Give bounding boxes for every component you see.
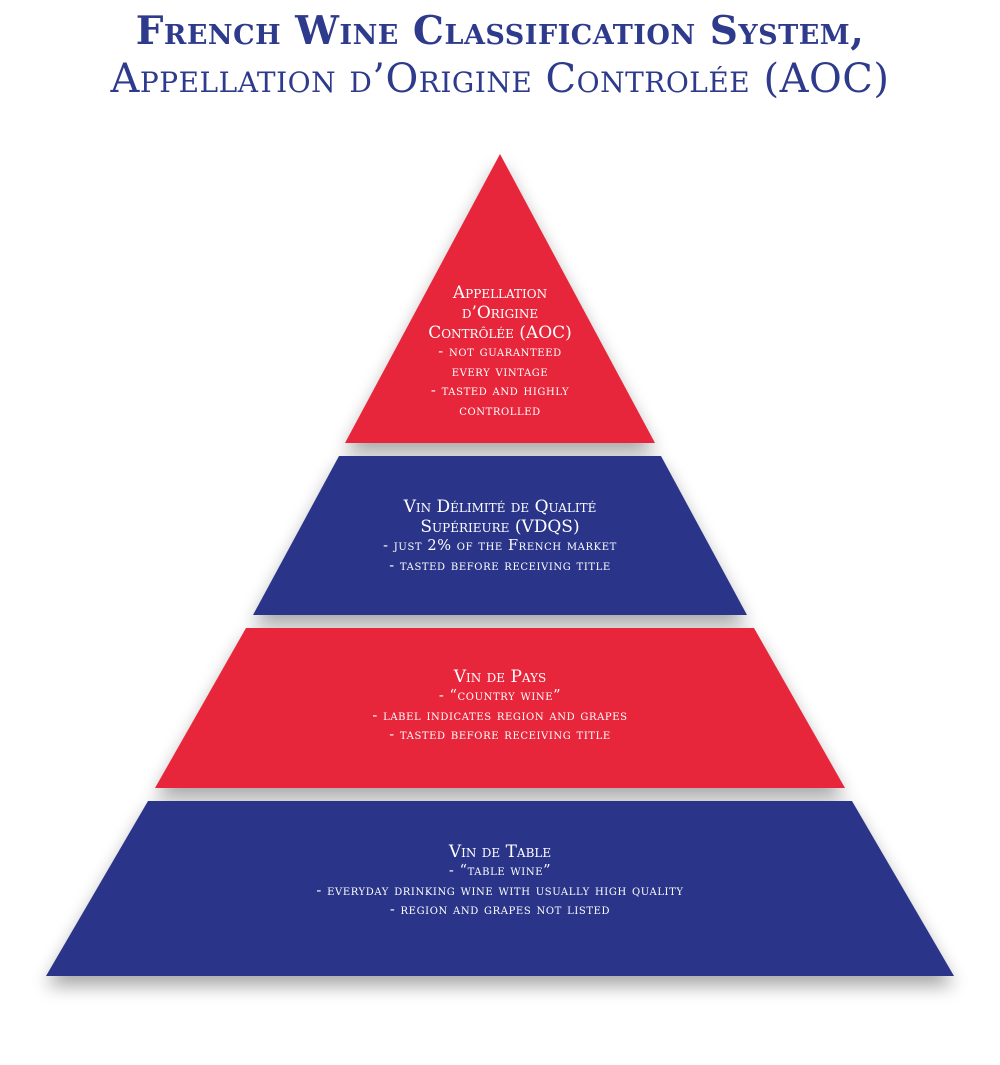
- tier-aoc-text: Appellation d’Origine Contrôlée (AOC) - …: [340, 283, 660, 421]
- tier-aoc-note: - not guaranteed: [438, 344, 562, 360]
- tier-vin-de-table-name-line: Vin de Table: [448, 842, 552, 862]
- tier-vin-de-pays-note: - “country wine”: [438, 688, 562, 704]
- tier-vdqs-text: Vin Délimité de Qualité Supérieure (VDQS…: [300, 497, 700, 576]
- tier-vin-de-table-note: - region and grapes not listed: [389, 902, 611, 918]
- tier-aoc-name-line: d’Origine: [461, 303, 539, 323]
- tier-vdqs-band: [253, 456, 747, 615]
- page-subtitle: Appellation d’Origine Controlée (AOC): [110, 56, 890, 102]
- tier-vin-de-table-note: - “table wine”: [448, 863, 552, 879]
- tier-vin-de-table-text: Vin de Table - “table wine” - everyday d…: [170, 842, 830, 921]
- tier-vin-de-pays-note: - label indicates region and grapes: [372, 707, 628, 724]
- tier-vdqs-note: - tasted before receiving title: [389, 557, 611, 574]
- page-title: French Wine Classification System,: [135, 8, 865, 54]
- tier-aoc-note: every vintage: [451, 363, 549, 380]
- tier-aoc-name-line: Contrôlée (AOC): [428, 323, 572, 343]
- tier-vin-de-pays-name-line: Vin de Pays: [453, 667, 547, 687]
- tier-vin-de-pays-band: [155, 628, 845, 788]
- tier-vin-de-pays-note: - tasted before receiving title: [389, 727, 611, 743]
- tier-aoc-band: [345, 154, 655, 443]
- tier-aoc-name-line: Appellation: [452, 283, 548, 303]
- tier-vdqs-name-line: Vin Délimité de Qualité: [403, 497, 597, 517]
- tier-vdqs-note: - just 2% of the French market: [383, 538, 617, 554]
- tier-vdqs-name-line: Supérieure (VDQS): [420, 517, 580, 537]
- tier-vin-de-pays-text: Vin de Pays - “country wine” - label ind…: [250, 667, 750, 746]
- tier-aoc-note: controlled: [459, 402, 541, 419]
- tier-vin-de-table-note: - everyday drinking wine with usually hi…: [316, 882, 684, 899]
- tier-aoc-note: - tasted and highly: [430, 383, 570, 399]
- tier-vin-de-table-band: [46, 801, 954, 976]
